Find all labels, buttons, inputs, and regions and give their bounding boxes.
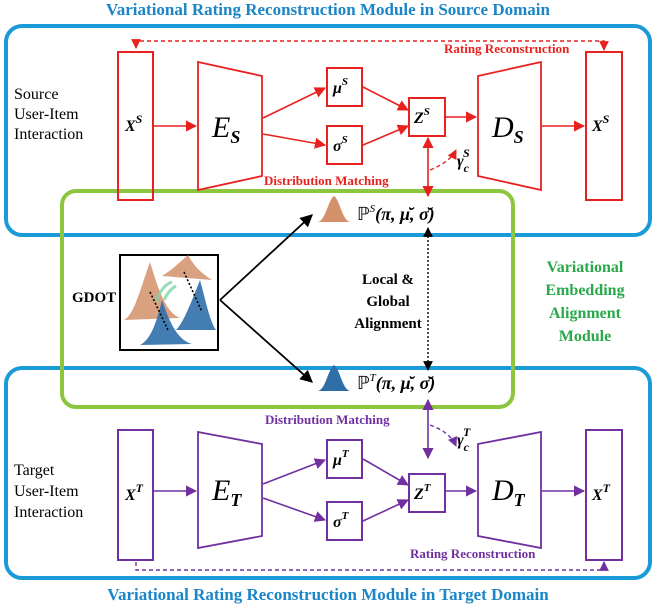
target-decoder xyxy=(477,430,542,550)
svg-text:Target: Target xyxy=(14,462,55,479)
source-z-label: ZS xyxy=(413,106,430,127)
target-output-label: XT xyxy=(591,481,611,504)
svg-text:Interaction: Interaction xyxy=(14,126,83,143)
source-decoder xyxy=(477,60,542,192)
target-encoder-label: ET xyxy=(211,474,242,510)
target-module-title: Variational Rating Reconstruction Module… xyxy=(107,585,549,604)
target-gamma-arrow xyxy=(429,424,458,447)
svg-text:Source: Source xyxy=(14,86,58,103)
svg-text:Interaction: Interaction xyxy=(14,504,83,521)
source-gamma-label: γcS xyxy=(457,146,470,175)
gdot-label: GDOT xyxy=(72,290,116,306)
source-distribution-matching-label: Distribution Matching xyxy=(264,173,389,188)
target-z-box xyxy=(408,473,446,513)
source-mu-label: μS xyxy=(332,76,348,97)
svg-text:Alignment: Alignment xyxy=(354,316,422,332)
source-output-label: XS xyxy=(591,112,610,135)
source-flow-arrows xyxy=(154,86,586,149)
svg-text:Embedding: Embedding xyxy=(545,282,624,299)
svg-text:User-Item: User-Item xyxy=(14,483,79,500)
target-distribution-icon xyxy=(318,365,350,391)
target-z-label: ZT xyxy=(413,482,432,503)
gdot-illustration xyxy=(119,254,219,351)
target-rating-reconstruction-label: Rating Reconstruction xyxy=(410,546,536,561)
local-global-alignment-label: Local & Global Alignment xyxy=(352,262,426,332)
target-sigma-label: σT xyxy=(333,510,350,531)
source-decoder-label: DS xyxy=(491,111,524,147)
source-gamma-arrow xyxy=(429,149,457,171)
source-rating-reconstruction-label: Rating Reconstruction xyxy=(444,41,570,56)
source-module-title: Variational Rating Reconstruction Module… xyxy=(106,0,550,19)
source-encoder xyxy=(197,60,263,192)
source-z-box xyxy=(408,97,446,137)
svg-text:User-Item: User-Item xyxy=(14,106,79,123)
target-mu-box xyxy=(326,439,363,479)
source-sigma-label: σS xyxy=(333,134,348,155)
target-gamma-label: γcT xyxy=(457,425,471,454)
target-domain-label: Target User-Item Interaction xyxy=(14,462,83,521)
source-domain-label: Source User-Item Interaction xyxy=(14,86,83,143)
svg-text:Module: Module xyxy=(559,328,611,345)
source-encoder-label: ES xyxy=(211,111,240,147)
svg-text:Local &: Local & xyxy=(362,272,414,288)
target-distribution-matching-label: Distribution Matching xyxy=(265,412,390,427)
source-output-box xyxy=(585,51,623,201)
target-encoder xyxy=(197,430,263,550)
target-sigma-box xyxy=(326,501,363,541)
source-sigma-box xyxy=(326,125,363,165)
target-input-label: XT xyxy=(124,481,144,504)
target-output-box xyxy=(585,429,623,561)
svg-text:Variational: Variational xyxy=(547,259,624,276)
gdot-to-source-arrow xyxy=(219,214,313,301)
svg-text:Alignment: Alignment xyxy=(549,305,622,322)
source-module-frame xyxy=(4,24,652,237)
target-decoder-label: DT xyxy=(491,474,526,510)
target-module-frame xyxy=(4,366,652,580)
source-input-label: XS xyxy=(124,112,143,135)
source-distribution-formula: ℙS(π, μ̆, σ̆) xyxy=(357,203,435,225)
target-input-box xyxy=(117,429,154,561)
target-rating-reconstruction-arrow xyxy=(135,561,609,571)
alignment-module-title: Variational Embedding Alignment Module xyxy=(545,259,624,345)
source-distribution-icon xyxy=(318,196,350,222)
target-distribution-formula: ℙT(π, μ̆, σ̆) xyxy=(357,372,435,394)
source-input-box xyxy=(117,51,154,201)
target-flow-arrows xyxy=(154,458,586,522)
gdot-to-target-arrow xyxy=(219,299,313,383)
target-mu-label: μT xyxy=(332,448,350,469)
alignment-module-frame xyxy=(60,189,515,409)
svg-text:Global: Global xyxy=(366,294,409,310)
source-mu-box xyxy=(326,67,363,107)
